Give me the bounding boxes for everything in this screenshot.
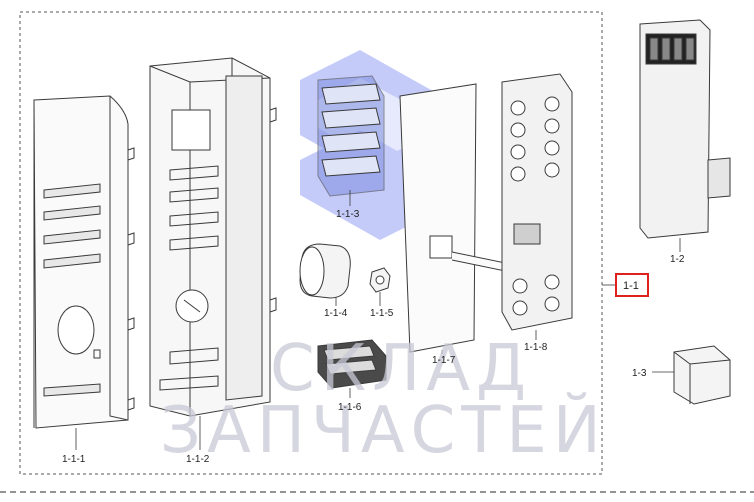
part-membrane-sheet (399, 83, 511, 353)
label-1-1-3: 1-1-3 (336, 209, 360, 220)
part-clip (369, 267, 391, 293)
watermark-line-2: ЗАПЧАСТЕЙ (160, 392, 607, 468)
watermark-line-1: СКЛАД (270, 332, 532, 406)
part-switch-block (317, 339, 387, 389)
label-1-1-1: 1-1-1 (62, 454, 86, 465)
assembly-boundary (19, 11, 603, 475)
part-button-block (317, 75, 385, 197)
label-1-1-5: 1-1-5 (370, 308, 394, 319)
label-1-3: 1-3 (632, 368, 647, 379)
part-frame (149, 57, 277, 417)
part-display-board (639, 19, 731, 239)
part-pcb-board (501, 73, 573, 331)
assembly-callout-label: 1-1 (623, 280, 639, 292)
label-1-1-8: 1-1-8 (524, 342, 548, 353)
label-1-1-2: 1-1-2 (186, 454, 210, 465)
leader-lines (75, 190, 681, 450)
label-1-1-4: 1-1-4 (324, 308, 348, 319)
assembly-callout-box (615, 273, 649, 297)
label-1-2: 1-2 (670, 254, 685, 265)
part-block (673, 345, 731, 405)
label-1-1-6: 1-1-6 (338, 402, 362, 413)
part-knob (299, 243, 351, 299)
label-1-1-7: 1-1-7 (432, 355, 456, 366)
part-front-panel (33, 95, 135, 429)
